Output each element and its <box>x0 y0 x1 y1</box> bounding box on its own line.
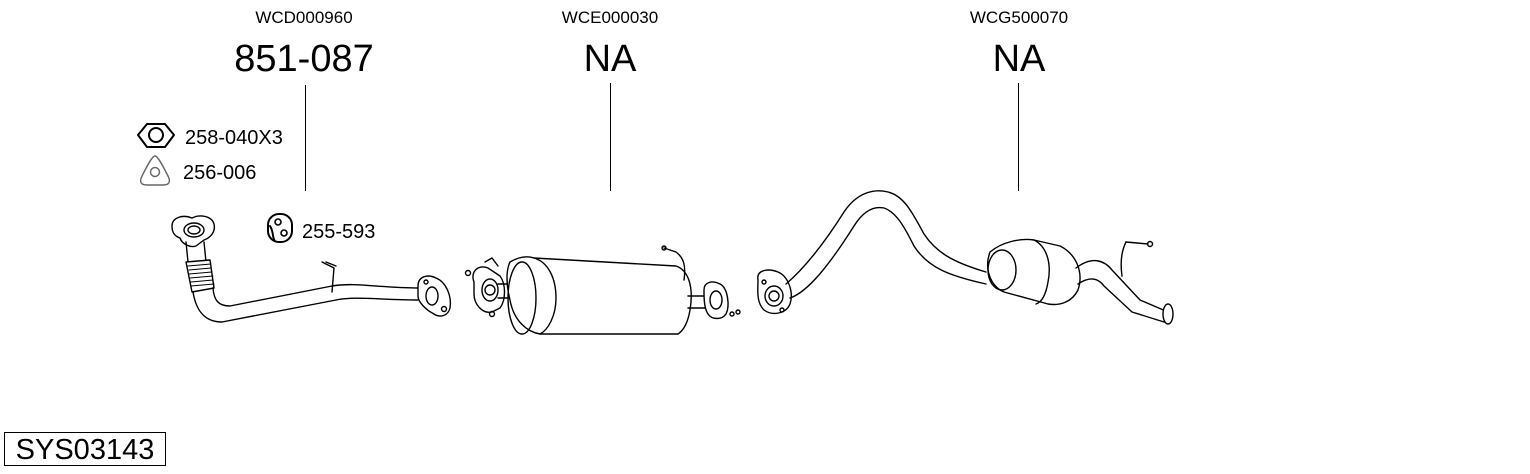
middle-silencer-drawing <box>464 245 741 335</box>
rear-silencer-drawing <box>757 190 1174 325</box>
section-3-callout-line <box>1018 83 1020 191</box>
hex-nut-icon <box>137 123 175 148</box>
section-2-code: WCE000030 <box>561 8 659 27</box>
gasket-label: 256-006 <box>183 162 257 184</box>
section-1-callout-line <box>305 85 307 191</box>
gasket-icon <box>139 155 171 186</box>
section-2-part-number: NA <box>583 38 637 80</box>
section-2-callout-line <box>610 83 612 191</box>
section-3-code: WCG500070 <box>969 8 1069 27</box>
rubber-hanger-icon <box>267 213 293 243</box>
section-3-part-number: NA <box>992 38 1046 80</box>
system-code-box: SYS03143 <box>4 432 166 466</box>
hex-nut-label: 258-040X3 <box>185 127 283 149</box>
section-1-code: WCD000960 <box>255 8 353 27</box>
front-pipe-drawing <box>171 215 452 323</box>
rubber-hanger-label: 255-593 <box>302 221 376 243</box>
section-1-part-number: 851-087 <box>234 38 374 80</box>
